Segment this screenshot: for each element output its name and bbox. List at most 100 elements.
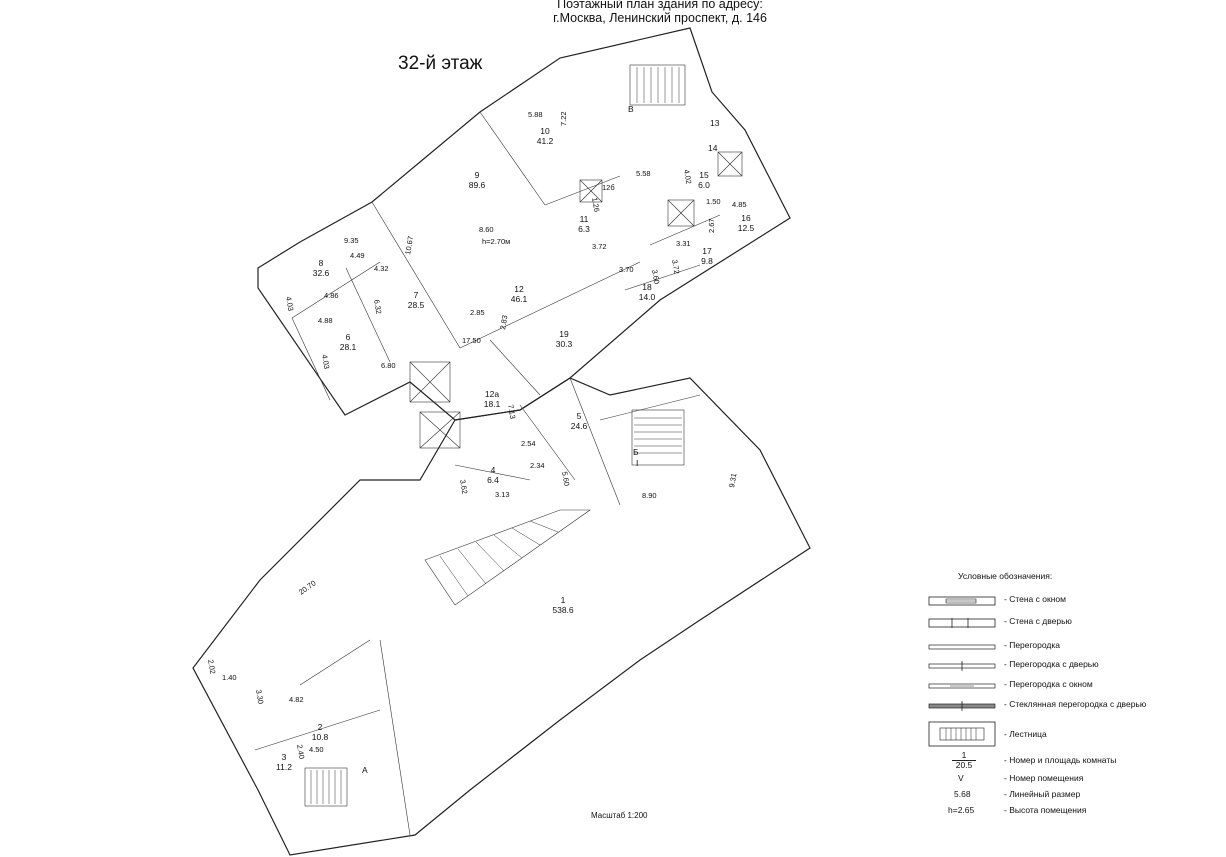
- svg-text:3.31: 3.31: [676, 239, 691, 248]
- label-12b: 12б: [602, 183, 615, 192]
- room-9: 989.6: [469, 170, 486, 190]
- svg-text:2.83: 2.83: [498, 314, 509, 330]
- svg-text:2.40: 2.40: [295, 744, 306, 760]
- room-15: 156.0: [698, 170, 710, 190]
- svg-text:2: 2: [318, 722, 323, 732]
- svg-text:2.67: 2.67: [707, 218, 716, 233]
- svg-text:3.60: 3.60: [650, 269, 661, 285]
- svg-text:30.3: 30.3: [556, 339, 573, 349]
- svg-text:3.72: 3.72: [592, 242, 607, 251]
- svg-text:6.4: 6.4: [487, 475, 499, 485]
- svg-text:10: 10: [540, 126, 550, 136]
- legend-item-room-number: 1 20.5 Номер и площадь комнаты: [928, 750, 1218, 771]
- wall-window-icon: [928, 596, 996, 606]
- legend-item-partition-door: Перегородка с дверью: [928, 657, 1218, 677]
- svg-text:10.8: 10.8: [312, 732, 329, 742]
- svg-text:6.32: 6.32: [372, 299, 383, 315]
- svg-text:2.34: 2.34: [530, 461, 545, 470]
- svg-text:4.02: 4.02: [682, 169, 693, 185]
- partition-window-icon: [928, 683, 996, 689]
- label-v: В: [628, 104, 634, 114]
- svg-text:8: 8: [319, 258, 324, 268]
- svg-text:8.60: 8.60: [479, 225, 494, 234]
- svg-text:1.50: 1.50: [706, 197, 721, 206]
- legend-item-space-number: V Номер помещения: [928, 771, 1218, 791]
- svg-text:4.03: 4.03: [320, 354, 331, 370]
- outer-wall-lower: [192, 377, 811, 856]
- svg-text:4.88: 4.88: [318, 316, 333, 325]
- legend-room-area: 20.5: [952, 760, 976, 770]
- label-13: 13: [710, 118, 720, 128]
- legend-room-num: 1: [961, 750, 967, 760]
- svg-text:6.0: 6.0: [698, 180, 710, 190]
- svg-text:4.86: 4.86: [324, 291, 339, 300]
- stair-main: [424, 509, 591, 606]
- partition-door-icon: [928, 661, 996, 671]
- svg-text:17.50: 17.50: [462, 336, 481, 345]
- stair-b: [631, 409, 685, 466]
- svg-text:2.85: 2.85: [470, 308, 485, 317]
- svg-text:5: 5: [577, 411, 582, 421]
- title-line-2: г.Москва, Ленинский проспект, д. 146: [553, 11, 767, 25]
- scale-label: Масштаб 1:200: [591, 811, 648, 820]
- svg-text:16: 16: [741, 213, 751, 223]
- legend-item-wall-window: Стена с окном: [928, 592, 1218, 612]
- svg-text:1.40: 1.40: [222, 673, 237, 682]
- svg-text:4.50: 4.50: [309, 745, 324, 754]
- svg-text:4.85: 4.85: [732, 200, 747, 209]
- svg-text:9.8: 9.8: [701, 256, 713, 266]
- legend-item-linear-dim: 5.68 Линейный размер: [928, 787, 1218, 807]
- svg-text:9.35: 9.35: [344, 236, 359, 245]
- svg-text:12a: 12a: [485, 389, 499, 399]
- svg-text:7.22: 7.22: [559, 111, 568, 126]
- interior-partitions: [254, 111, 721, 836]
- stairs-icon: [928, 721, 996, 747]
- room-11: 116.3: [578, 214, 590, 234]
- legend-item-height: h=2.65 Высота помещения: [928, 803, 1218, 823]
- svg-text:4.82: 4.82: [289, 695, 304, 704]
- svg-text:7: 7: [414, 290, 419, 300]
- svg-text:46.1: 46.1: [511, 294, 528, 304]
- svg-text:28.5: 28.5: [408, 300, 425, 310]
- label-14: 14: [708, 143, 718, 153]
- svg-text:3.13: 3.13: [495, 490, 510, 499]
- room-2: 210.8: [312, 722, 329, 742]
- svg-text:15: 15: [699, 170, 709, 180]
- legend-item-glass-door: Стеклянная перегородка с дверью: [928, 697, 1218, 717]
- svg-text:18.1: 18.1: [484, 399, 501, 409]
- stair-a: [304, 767, 348, 807]
- space-labels: 13 14 12б В Б I А: [362, 104, 720, 775]
- svg-text:6.80: 6.80: [381, 361, 396, 370]
- floor-title: 32-й этаж: [398, 53, 483, 74]
- legend-item-partition: Перегородка: [928, 638, 1218, 658]
- title-line-1: Поэтажный план здания по адресу:: [557, 0, 763, 11]
- svg-text:538.6: 538.6: [552, 605, 574, 615]
- svg-text:11.2: 11.2: [276, 762, 292, 772]
- address-title: Поэтажный план здания по адресу: г.Москв…: [450, 0, 870, 25]
- svg-text:18: 18: [642, 282, 652, 292]
- svg-text:3.70: 3.70: [619, 265, 634, 274]
- room-8: 832.6: [313, 258, 330, 278]
- legend-item-partition-window: Перегородка с окном: [928, 677, 1218, 697]
- svg-text:9: 9: [475, 170, 480, 180]
- svg-text:5.60: 5.60: [560, 471, 571, 487]
- svg-text:2.54: 2.54: [521, 439, 536, 448]
- label-b: Б: [633, 447, 639, 457]
- svg-text:4.49: 4.49: [350, 251, 365, 260]
- svg-text:17: 17: [702, 246, 712, 256]
- svg-text:5.88: 5.88: [528, 110, 543, 119]
- svg-text:1: 1: [561, 595, 566, 605]
- wall-door-icon: [928, 618, 996, 628]
- legend-item-wall-door: Стена с дверью: [928, 614, 1218, 634]
- svg-text:8.90: 8.90: [642, 491, 657, 500]
- svg-text:9.31: 9.31: [727, 472, 738, 488]
- svg-text:24.6: 24.6: [571, 421, 588, 431]
- svg-text:4.03: 4.03: [284, 296, 295, 312]
